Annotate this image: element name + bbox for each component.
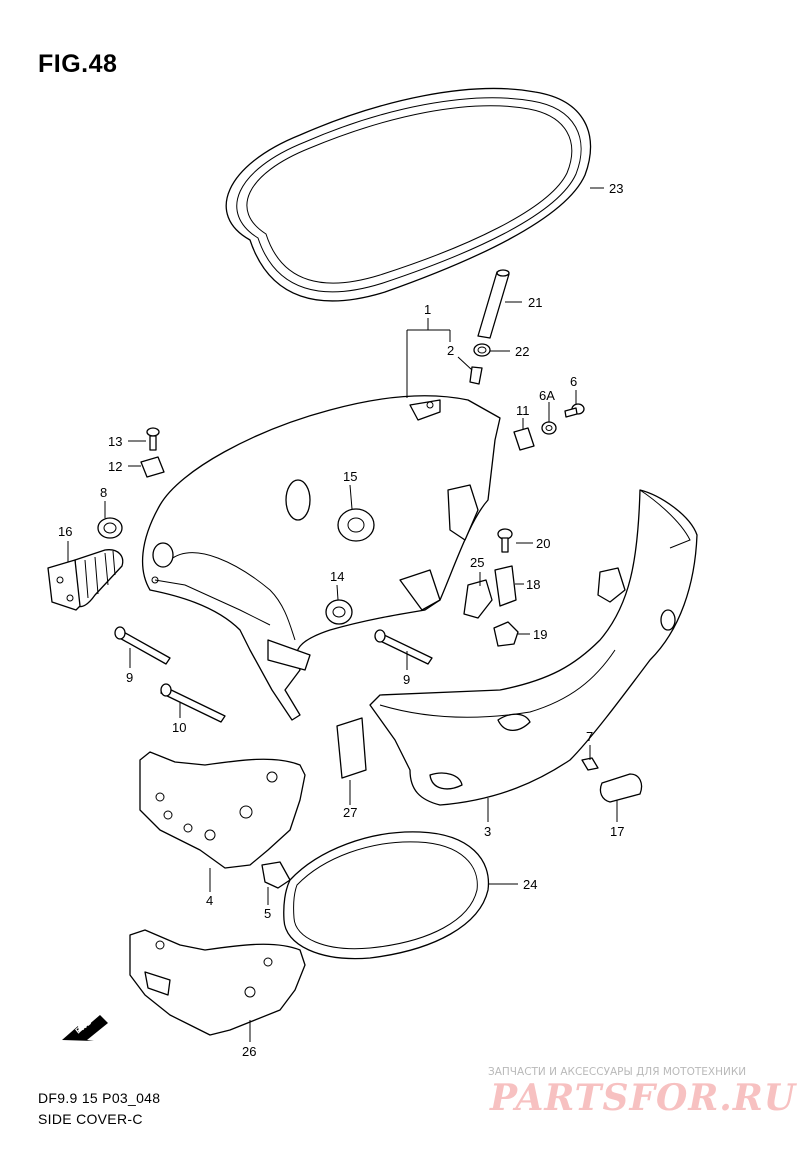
callout-8: 8 <box>100 485 107 500</box>
pin-2 <box>469 366 483 385</box>
callout-6: 6 <box>570 374 577 389</box>
callout-18: 18 <box>526 577 540 592</box>
screw-7 <box>581 757 599 771</box>
callout-23: 23 <box>609 181 623 196</box>
side-cover-1 <box>141 395 501 721</box>
section-name: SIDE COVER-C <box>38 1111 143 1127</box>
grommet-15 <box>337 508 375 542</box>
screw-20 <box>497 528 513 553</box>
callout-27: 27 <box>343 805 357 820</box>
lower-bracket-26 <box>129 929 306 1036</box>
side-cover-3 <box>369 489 698 806</box>
callout-13: 13 <box>108 434 122 449</box>
callout-10: 10 <box>172 720 186 735</box>
bracket-25 <box>463 579 493 619</box>
nut-12 <box>140 456 165 478</box>
knob-17 <box>599 773 643 803</box>
callout-9-right: 9 <box>403 672 410 687</box>
callout-24: 24 <box>523 877 537 892</box>
callout-17: 17 <box>610 824 624 839</box>
bolt-10 <box>160 683 226 723</box>
callout-9-left: 9 <box>126 670 133 685</box>
watermark-logo: PARTSFOR.RU <box>490 1077 797 1119</box>
callout-26: 26 <box>242 1044 256 1059</box>
callout-5: 5 <box>264 906 271 921</box>
washer-6a <box>541 421 557 435</box>
callout-2: 2 <box>447 343 454 358</box>
callout-21: 21 <box>528 295 542 310</box>
callout-14: 14 <box>330 569 344 584</box>
callout-6a: 6A <box>539 388 555 403</box>
rod-21 <box>477 269 510 339</box>
callout-1: 1 <box>424 302 431 317</box>
figure-title: FIG.48 <box>38 50 118 78</box>
callout-4: 4 <box>206 893 213 908</box>
callout-15: 15 <box>343 469 357 484</box>
callout-22: 22 <box>515 344 529 359</box>
boot-16 <box>47 549 124 611</box>
cushion-19 <box>493 621 519 647</box>
callout-19: 19 <box>533 627 547 642</box>
clip-18 <box>494 565 517 607</box>
callout-7: 7 <box>586 729 593 744</box>
bolt-9-left <box>114 626 171 665</box>
callout-25: 25 <box>470 555 484 570</box>
grommet-8 <box>97 517 123 539</box>
grommet-14 <box>325 599 353 625</box>
screw-13 <box>146 427 160 451</box>
nut-11 <box>513 427 535 451</box>
leader-lines <box>67 187 618 1042</box>
lower-bracket-4 <box>139 751 306 869</box>
callout-labels: 23 21 1 2 22 6 6A 11 13 12 8 16 15 14 20… <box>58 181 624 1059</box>
seal-ring-24 <box>283 831 490 960</box>
watermark-tagline: ЗАПЧАСТИ И АКСЕССУАРЫ ДЛЯ МОТОТЕХНИКИ <box>488 1066 747 1078</box>
callout-11: 11 <box>516 403 530 418</box>
callout-3: 3 <box>484 824 491 839</box>
callout-12: 12 <box>108 459 122 474</box>
callout-16: 16 <box>58 524 72 539</box>
screw-6 <box>564 403 585 418</box>
pad-27 <box>336 717 367 779</box>
grommet-5 <box>261 861 291 889</box>
forward-arrow-icon: FWD <box>62 1015 108 1041</box>
bolt-9-right <box>374 629 433 665</box>
callout-20: 20 <box>536 536 550 551</box>
seal-ring-23 <box>225 87 592 302</box>
model-code: DF9.9 15 P03_048 <box>38 1090 161 1106</box>
clip-22 <box>473 343 491 357</box>
